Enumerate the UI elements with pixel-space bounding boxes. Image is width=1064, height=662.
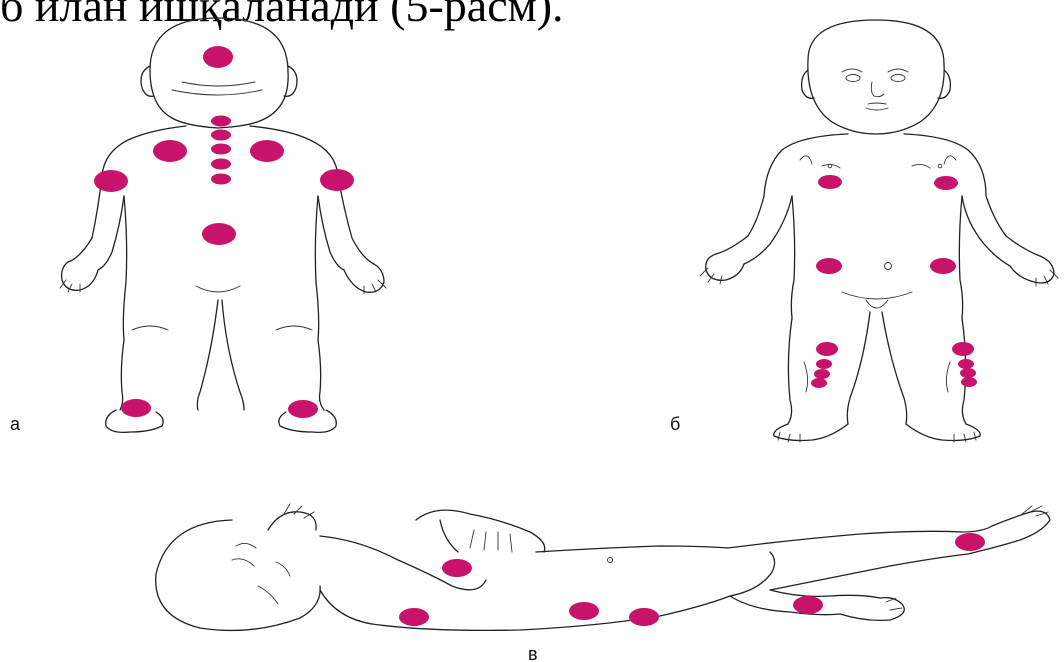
marker-shin-right-3 (961, 377, 977, 387)
marker-shin-left-3 (811, 378, 827, 388)
marker-knee-lying (793, 596, 823, 614)
marker-shoulder-lying (442, 559, 472, 577)
marker-shin-left-2 (814, 369, 830, 379)
marker-abdomen-lying-2 (629, 608, 659, 626)
markers-back-view (94, 46, 354, 418)
marker-ankle-lying (955, 533, 985, 551)
marker-abdomen-right (930, 258, 956, 274)
marker-spine-3 (211, 144, 231, 155)
marker-spine-5 (211, 174, 231, 185)
marker-chest-right (934, 176, 958, 190)
panel-label-v: в (528, 644, 538, 662)
marker-knee-left (816, 342, 838, 356)
marker-chest-left (818, 175, 842, 189)
marker-heel-left (121, 399, 151, 417)
marker-abdomen-lying-1 (569, 602, 599, 620)
marker-shin-left-1 (816, 359, 832, 369)
panel-label-b: б (670, 414, 680, 434)
marker-spine-4 (211, 159, 231, 170)
marker-arm-left (94, 170, 128, 192)
panel-label-a: а (10, 414, 21, 434)
child-lying-view (156, 504, 1050, 630)
marker-spine-1 (211, 116, 231, 127)
marker-heel-right (288, 400, 318, 418)
marker-shin-right-2 (960, 368, 976, 378)
markers-front-view (811, 175, 977, 388)
marker-lower-back (202, 223, 236, 245)
child-front-view (700, 20, 1058, 442)
marker-head-back (203, 46, 233, 68)
marker-arm-right (320, 169, 354, 191)
marker-knee-right (952, 342, 974, 356)
marker-shoulder-left (153, 140, 187, 162)
marker-spine-2 (211, 130, 231, 141)
marker-back-lying (399, 608, 429, 626)
marker-abdomen-left (816, 258, 842, 274)
marker-shoulder-right (250, 140, 284, 162)
marker-shin-right-1 (958, 359, 974, 369)
